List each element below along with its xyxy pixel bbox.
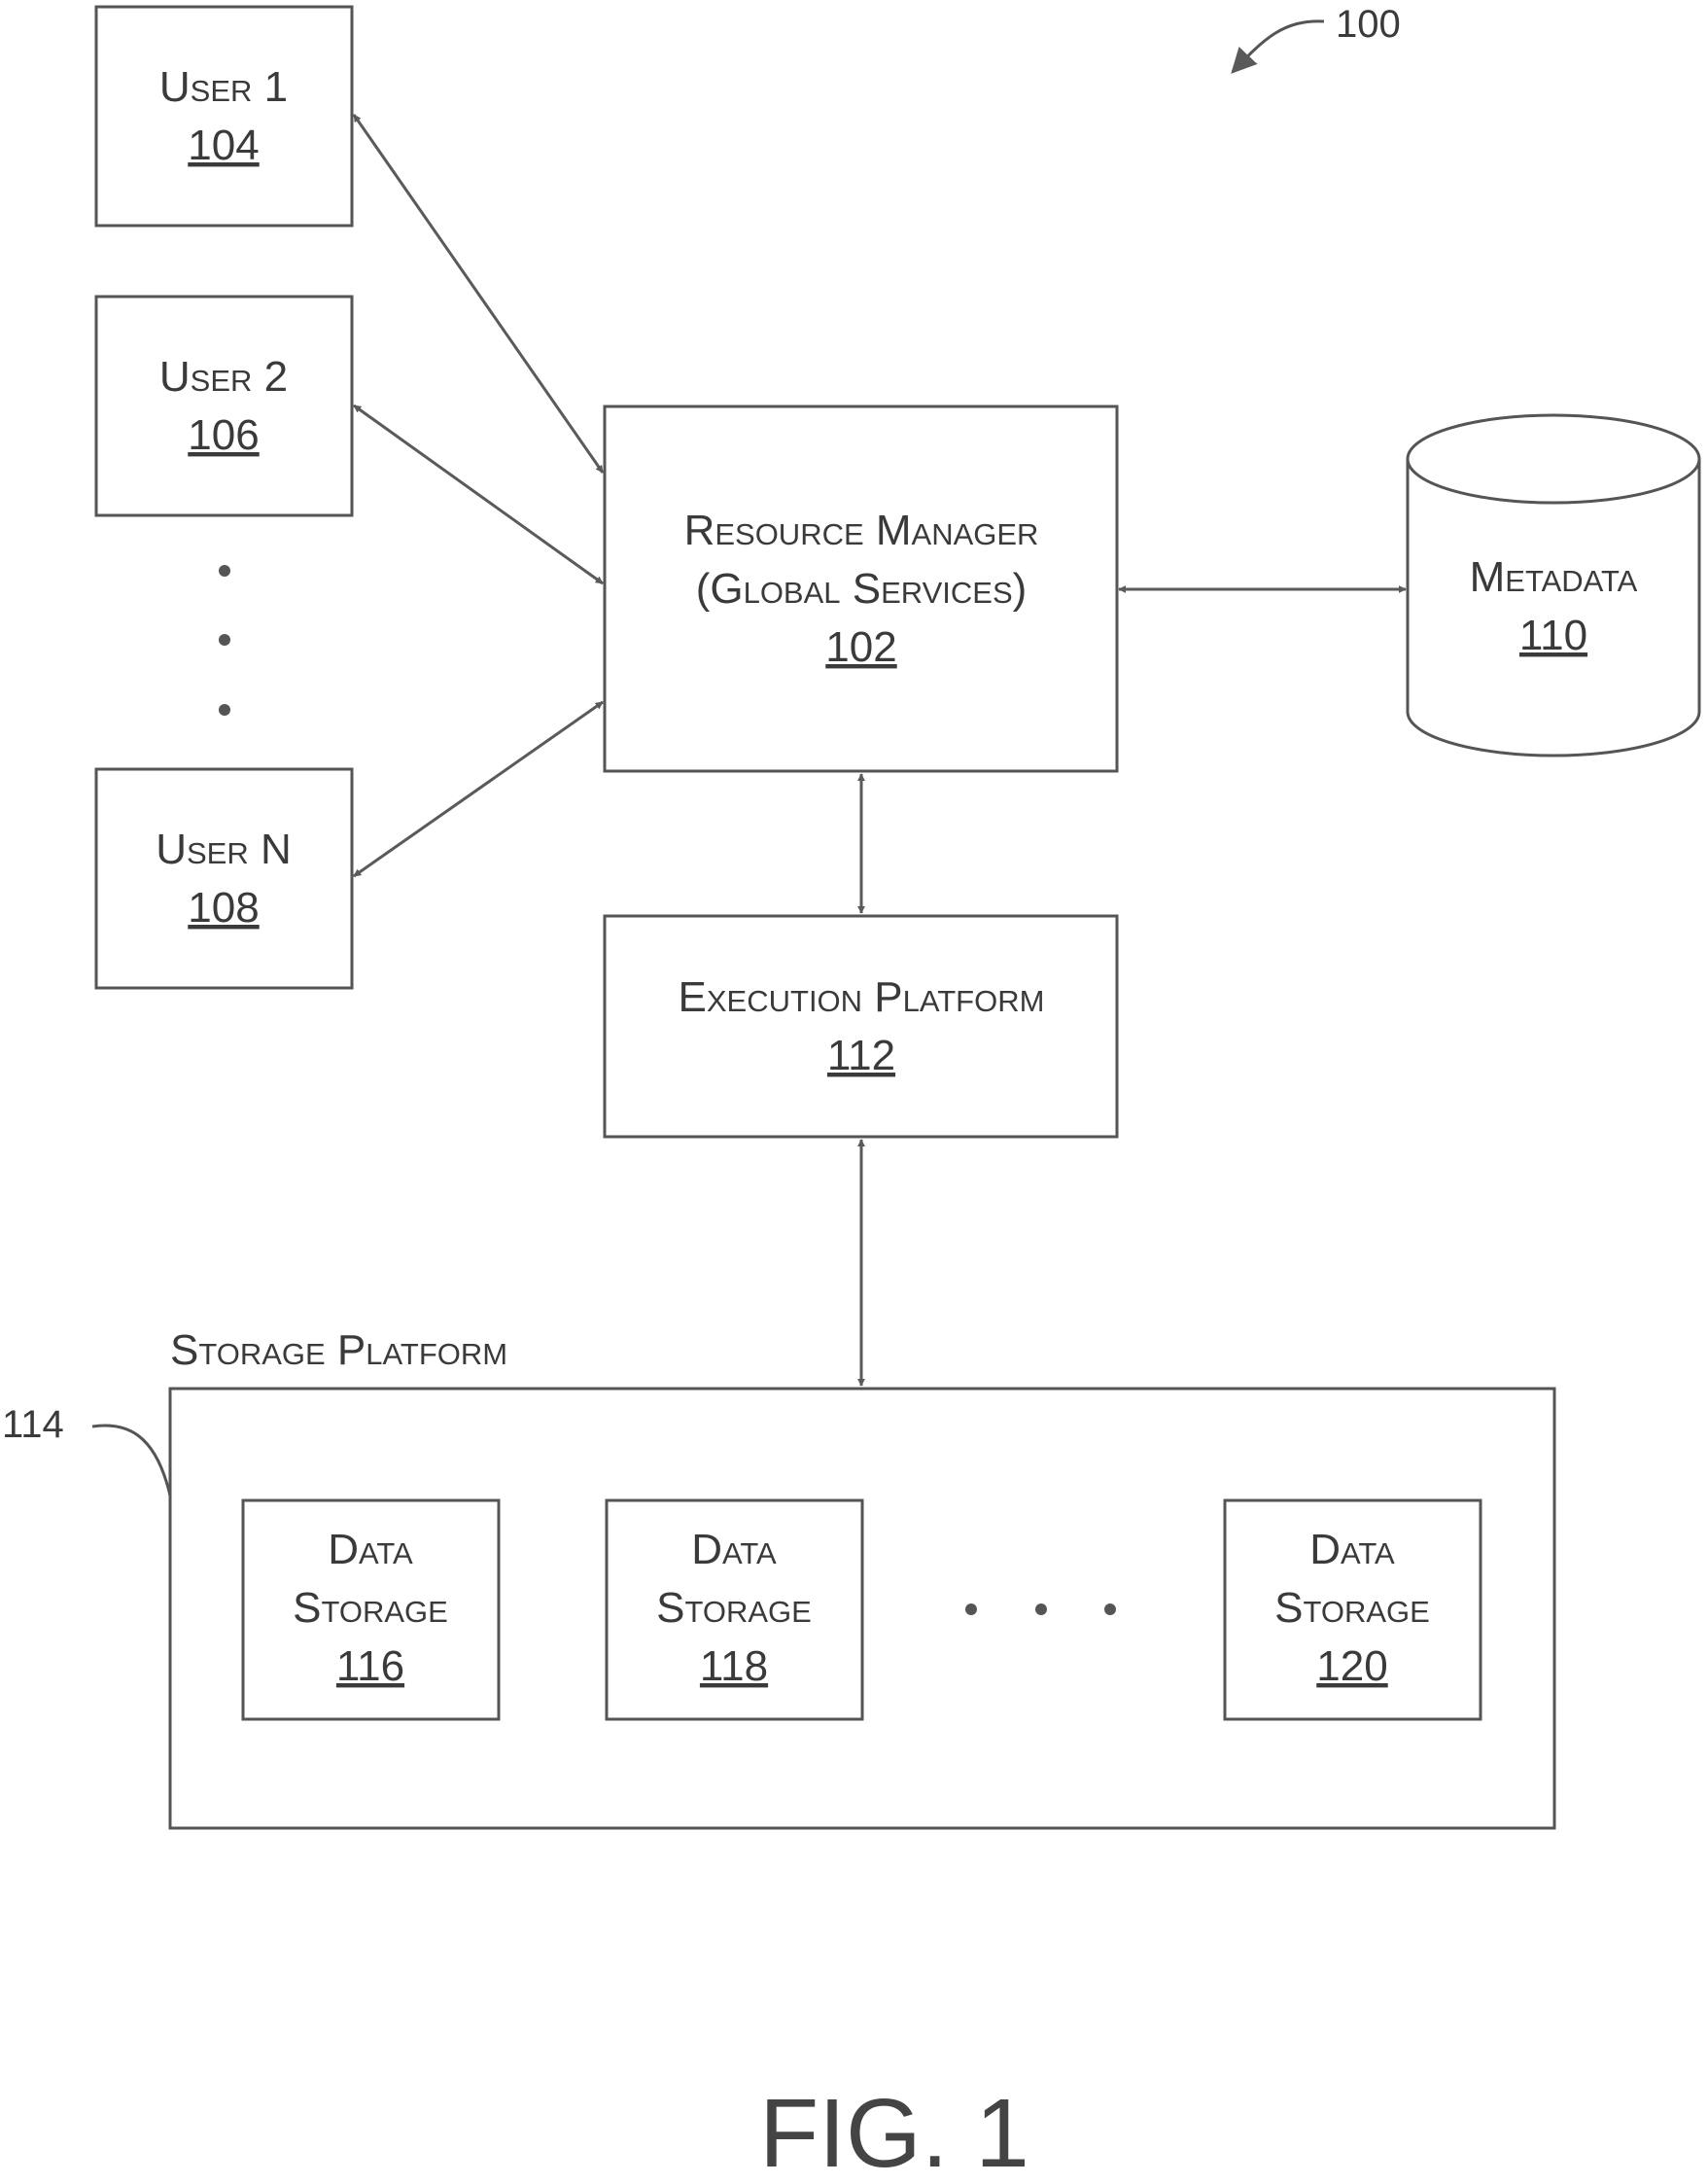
user-2-ref: 106 xyxy=(188,411,259,459)
storage-platform-leader xyxy=(92,1426,170,1496)
ellipsis-dot xyxy=(219,634,230,646)
data-storage-120-box: Data Storage 120 xyxy=(1225,1500,1481,1719)
ellipsis-dot xyxy=(219,704,230,716)
data-storage-116-line1: Data xyxy=(328,1526,413,1573)
resource-manager-box: Resource Manager (Global Services) 102 xyxy=(605,406,1117,771)
user-n-to-resource-manager-arrow xyxy=(354,702,603,876)
data-storage-120-ref: 120 xyxy=(1316,1642,1387,1690)
user-1-title: User 1 xyxy=(159,63,288,111)
execution-platform-title: Execution Platform xyxy=(679,973,1045,1021)
execution-platform-box: Execution Platform 112 xyxy=(605,916,1117,1137)
user-ellipsis xyxy=(219,565,230,716)
metadata-database: Metadata 110 xyxy=(1408,415,1699,756)
user-2-title: User 2 xyxy=(159,353,288,401)
execution-platform-ref: 112 xyxy=(827,1032,895,1079)
data-storage-116-ref: 116 xyxy=(336,1642,404,1690)
metadata-title: Metadata xyxy=(1470,553,1638,601)
storage-platform: Storage Platform 114 Data Storage 116 Da… xyxy=(2,1326,1554,1828)
data-storage-116-line2: Storage xyxy=(293,1584,448,1632)
user-1-box: User 1 104 xyxy=(96,7,352,226)
user-1-to-resource-manager-arrow xyxy=(354,115,603,473)
data-storage-120-line1: Data xyxy=(1309,1526,1395,1573)
user-n-title: User N xyxy=(156,826,292,873)
user-1-ref: 104 xyxy=(188,122,259,169)
figure-ref-label: 100 xyxy=(1336,3,1401,46)
ellipsis-dot xyxy=(965,1603,977,1615)
data-storage-118-line1: Data xyxy=(691,1526,777,1573)
storage-platform-ref: 114 xyxy=(2,1403,64,1446)
data-storage-116-box: Data Storage 116 xyxy=(243,1500,499,1719)
figure-ref-leader xyxy=(1233,21,1324,72)
data-storage-120-line2: Storage xyxy=(1274,1584,1430,1632)
ellipsis-dot xyxy=(1035,1603,1047,1615)
resource-manager-title: Resource Manager xyxy=(684,507,1039,554)
figure-ref-100: 100 xyxy=(1233,3,1401,72)
data-storage-118-line2: Storage xyxy=(656,1584,812,1632)
data-storage-118-box: Data Storage 118 xyxy=(607,1500,862,1719)
storage-platform-title: Storage Platform xyxy=(170,1326,507,1374)
user-n-ref: 108 xyxy=(188,884,259,932)
ellipsis-dot xyxy=(219,565,230,577)
metadata-ref: 110 xyxy=(1519,612,1587,659)
user-2-to-resource-manager-arrow xyxy=(354,405,603,583)
ellipsis-dot xyxy=(1104,1603,1116,1615)
figure-caption: FIG. 1 xyxy=(759,2079,1029,2184)
data-storage-118-ref: 118 xyxy=(700,1642,768,1690)
resource-manager-subtitle: (Global Services) xyxy=(696,565,1028,613)
user-n-box: User N 108 xyxy=(96,769,352,988)
resource-manager-ref: 102 xyxy=(825,623,896,671)
user-2-box: User 2 106 xyxy=(96,297,352,515)
